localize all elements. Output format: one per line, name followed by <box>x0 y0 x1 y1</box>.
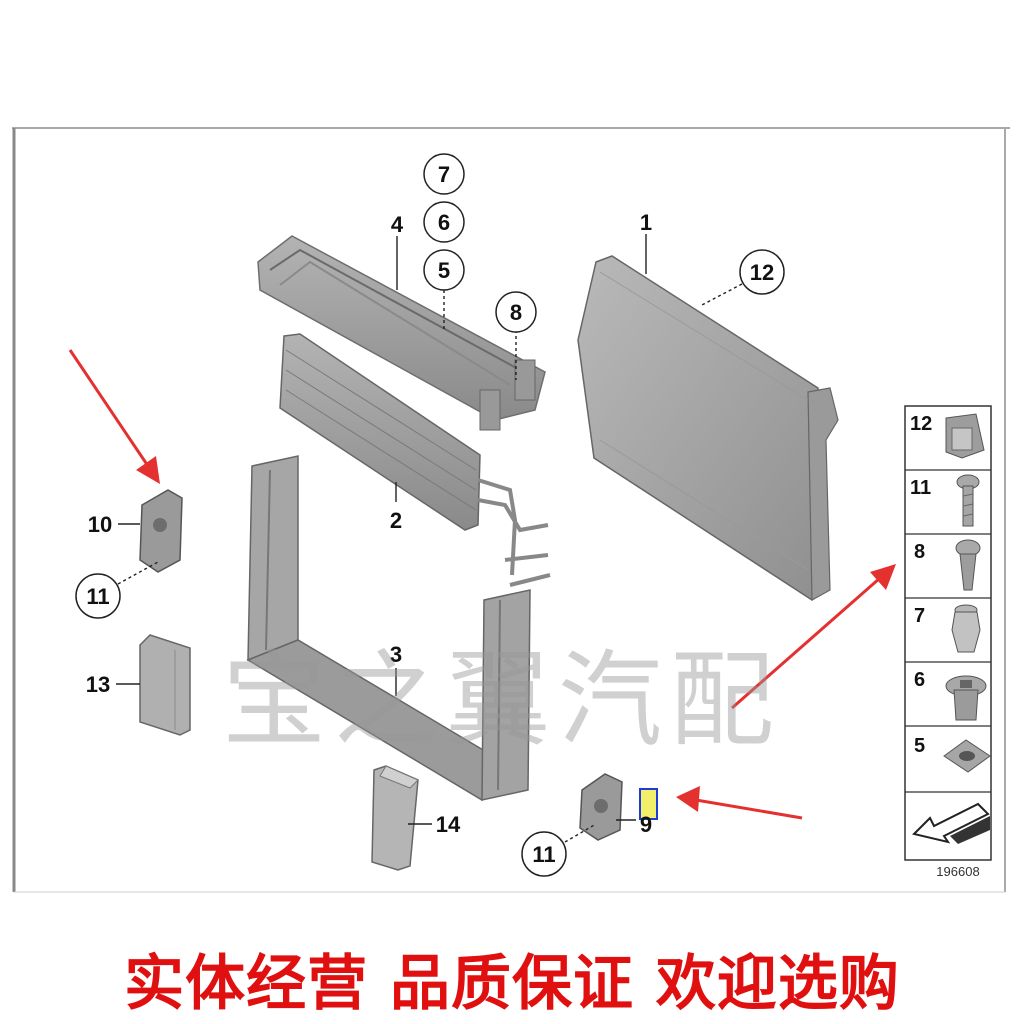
part-9-bracket <box>579 773 623 841</box>
red-arrow-bottom <box>676 786 803 820</box>
legend-number-8: 8 <box>914 541 925 563</box>
red-arrow-right <box>731 564 896 710</box>
callout-4: 4 <box>391 212 404 237</box>
callout-8: 8 <box>495 291 537 333</box>
svg-text:5: 5 <box>438 258 450 283</box>
callout-11-left: 11 <box>75 573 121 619</box>
callout-10: 10 <box>88 512 112 537</box>
callout-3: 3 <box>390 642 402 667</box>
slogan-banner: 实体经营 品质保证 欢迎选购 <box>124 949 900 1019</box>
svg-text:12: 12 <box>750 260 774 285</box>
reference-code: 196608 <box>936 864 979 879</box>
legend-number-7: 7 <box>914 605 925 627</box>
forward-arrow-icon <box>912 802 990 844</box>
callout-5: 5 <box>423 249 465 291</box>
callout-14: 14 <box>436 812 461 837</box>
red-arrow-top-left <box>68 349 160 484</box>
rivet-icon <box>955 539 981 591</box>
legend-number-6: 6 <box>914 669 925 691</box>
svg-text:6: 6 <box>438 210 450 235</box>
fastener-legend: 12 11 8 7 6 5 <box>904 405 992 861</box>
part-2-aux-cooler <box>279 333 551 587</box>
grommet-icon <box>945 675 987 721</box>
part-3-frame <box>246 455 531 802</box>
callout-12: 12 <box>739 249 785 295</box>
part-13-block <box>139 634 191 736</box>
callout-9: 9 <box>640 812 652 837</box>
expanding-nut-icon <box>951 604 981 653</box>
svg-text:8: 8 <box>510 300 522 325</box>
svg-text:7: 7 <box>438 162 450 187</box>
legend-number-5: 5 <box>914 735 925 757</box>
screw-icon <box>956 474 980 527</box>
part-10-bracket <box>139 489 183 573</box>
svg-text:11: 11 <box>86 584 109 609</box>
callout-1: 1 <box>640 210 652 235</box>
callout-2: 2 <box>390 508 402 533</box>
callout-7: 7 <box>423 153 465 195</box>
legend-number-11: 11 <box>910 477 931 499</box>
highlight-marker <box>639 788 658 820</box>
part-1-radiator <box>577 255 839 602</box>
part-14-duct <box>371 765 419 871</box>
watermark: 宝之翼汽配 <box>222 639 783 761</box>
svg-text:11: 11 <box>532 842 555 867</box>
legend-number-12: 12 <box>910 413 932 435</box>
callout-11-bottom: 11 <box>521 831 567 877</box>
washer-icon <box>943 739 991 773</box>
part-4-carrier <box>257 235 546 431</box>
callout-13: 13 <box>86 672 110 697</box>
callout-6: 6 <box>423 201 465 243</box>
clip-icon <box>945 413 985 459</box>
leader-lines <box>116 234 743 843</box>
